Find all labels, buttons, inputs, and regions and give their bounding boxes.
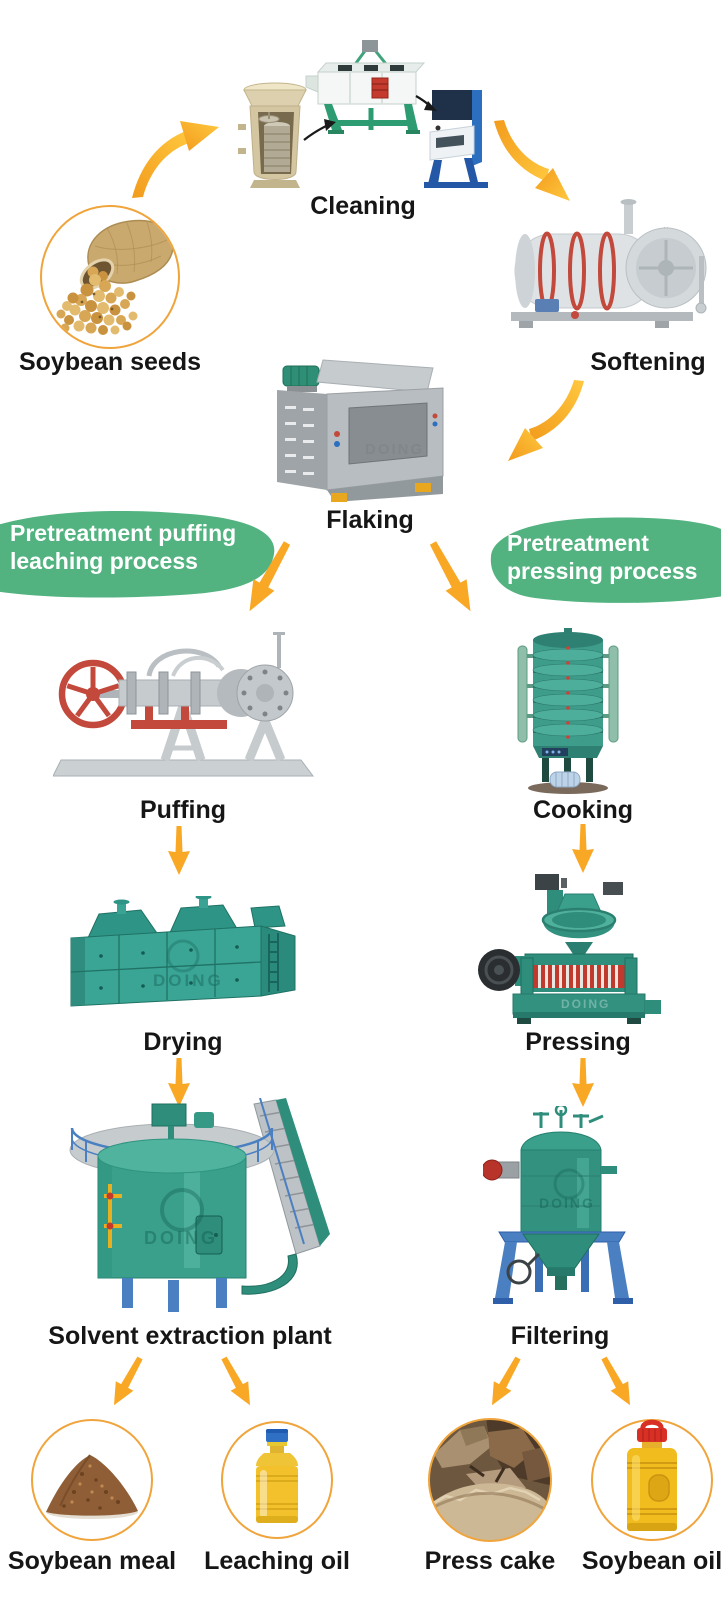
banner-left-shape <box>0 510 275 598</box>
cleaning-machines-illustration <box>238 40 488 188</box>
pressing-machine-illustration: DOING <box>478 874 661 1024</box>
arrow-filtering-to-soybean-oil <box>601 1356 630 1406</box>
label-softening: Softening <box>590 348 706 376</box>
watermark-text: DOING <box>539 1195 595 1211</box>
banner-right-shape <box>490 517 721 603</box>
arrow-cleaning-to-softening <box>494 120 570 201</box>
leaching-oil-illustration <box>221 1421 333 1539</box>
label-puffing: Puffing <box>139 796 227 824</box>
destoner-machine <box>424 90 488 188</box>
solvent-extraction-plant-illustration: DOING <box>69 1098 330 1312</box>
label-soybean-seeds: Soybean seeds <box>18 348 202 376</box>
soybean-oil-illustration <box>591 1419 713 1541</box>
vibrating-cleaner-machine <box>305 40 426 134</box>
banner-right-text: Pretreatment pressing process <box>507 529 717 585</box>
watermark-text: DOING <box>153 971 224 990</box>
label-soybean-meal: Soybean meal <box>7 1547 177 1575</box>
filtering-machine-illustration: DOING <box>483 1106 633 1304</box>
mini-flow-arrow-2 <box>415 95 437 111</box>
arrow-solvent-to-soybean-meal <box>114 1356 143 1406</box>
arrow-drying-to-solvent <box>168 1058 190 1107</box>
banner-left-line2: leaching process <box>10 548 198 575</box>
drying-machine-illustration: DOING <box>70 896 296 1007</box>
arrow-flaking-to-puffing <box>249 541 291 612</box>
label-solvent-extraction: Solvent extraction plant <box>48 1322 332 1350</box>
watermark-text: DOING <box>144 1228 218 1248</box>
banner-left-line1: Pretreatment puffing <box>10 520 237 546</box>
soybean-meal-illustration <box>31 1419 153 1541</box>
label-leaching-oil: Leaching oil <box>204 1547 350 1575</box>
arrow-cooking-to-pressing <box>572 824 594 873</box>
oil-bottle <box>256 1429 298 1523</box>
cooking-machine-illustration <box>517 628 619 794</box>
arrow-pressing-to-filtering <box>572 1058 594 1107</box>
press-cake-illustration <box>428 1418 552 1542</box>
label-press-cake: Press cake <box>424 1547 556 1575</box>
label-cleaning: Cleaning <box>310 192 416 220</box>
label-pressing: Pressing <box>525 1028 631 1056</box>
banner-right-line1: Pretreatment <box>507 530 649 556</box>
soybean-seeds-illustration <box>40 205 180 349</box>
arrow-filtering-to-press-cake <box>492 1356 521 1406</box>
banner-left-text: Pretreatment puffing leaching process <box>10 519 276 575</box>
mini-flow-arrow-1 <box>303 119 336 141</box>
watermark-text: DOING <box>561 997 610 1011</box>
arrow-seeds-to-cleaning <box>132 121 219 198</box>
arrow-softening-to-flaking <box>508 380 584 461</box>
label-drying: Drying <box>143 1028 223 1056</box>
label-soybean-oil: Soybean oil <box>581 1547 721 1575</box>
flaking-machine-illustration: DOING <box>277 359 444 502</box>
arrow-solvent-to-leaching-oil <box>221 1356 250 1406</box>
banner-right-line2: pressing process <box>507 558 698 585</box>
arrow-puffing-to-drying <box>168 826 190 875</box>
cyclone-filter-machine <box>238 82 307 188</box>
puffing-machine-illustration <box>53 632 314 777</box>
label-filtering: Filtering <box>510 1322 610 1350</box>
oil-jug <box>627 1419 677 1531</box>
arrow-flaking-to-cooking <box>429 541 471 612</box>
label-cooking: Cooking <box>533 796 633 824</box>
label-flaking: Flaking <box>326 506 414 534</box>
watermark-text: DOING <box>365 441 424 458</box>
softening-machine-illustration <box>511 199 707 328</box>
